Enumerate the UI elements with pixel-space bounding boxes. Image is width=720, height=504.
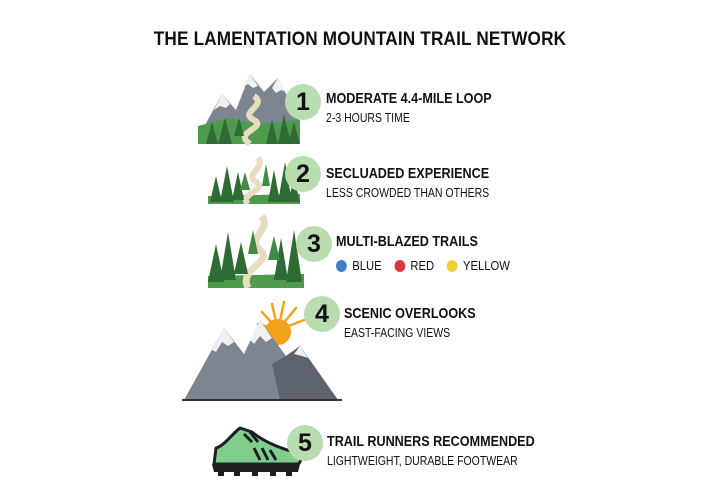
item-5-title: TRAIL RUNNERS RECOMMENDED (327, 433, 535, 450)
item-4-number-badge: 4 (304, 296, 340, 332)
blue-dot-icon (336, 260, 347, 272)
item-3-number-badge: 3 (296, 226, 332, 262)
blaze-legend: BLUE RED YELLOW (336, 259, 510, 273)
item-1-title: MODERATE 4.4-MILE LOOP (326, 90, 492, 107)
item-2-subtitle: LESS CROWDED THAN OTHERS (326, 186, 490, 200)
item-4-subtitle: EAST-FACING VIEWS (344, 326, 451, 340)
item-2-number-badge: 2 (285, 156, 321, 192)
forest-path-icon (208, 156, 300, 204)
blaze-red-label: RED (410, 259, 435, 273)
item-5-number-badge: 5 (287, 425, 323, 461)
yellow-dot-icon (446, 260, 458, 272)
item-1-subtitle: 2-3 HOURS TIME (326, 111, 410, 125)
blaze-yellow-label: YELLOW (462, 259, 510, 273)
blaze-blue: BLUE (336, 259, 382, 273)
trail-forest-icon (208, 213, 304, 288)
item-3-title: MULTI-BLAZED TRAILS (336, 233, 478, 250)
red-dot-icon (394, 260, 405, 272)
blaze-red: RED (394, 259, 434, 273)
item-2-title: SECLUADED EXPERIENCE (326, 165, 490, 182)
item-4-title: SCENIC OVERLOOKS (344, 305, 476, 322)
mountain-trail-icon (198, 74, 300, 146)
page-title: THE LAMENTATION MOUNTAIN TRAIL NETWORK (153, 28, 567, 50)
blaze-yellow: YELLOW (446, 259, 510, 273)
item-1-number-badge: 1 (285, 84, 321, 120)
item-5-subtitle: LIGHTWEIGHT, DURABLE FOOTWEAR (327, 454, 518, 468)
mountain-sunrise-icon (182, 300, 342, 401)
blaze-blue-label: BLUE (352, 259, 382, 273)
